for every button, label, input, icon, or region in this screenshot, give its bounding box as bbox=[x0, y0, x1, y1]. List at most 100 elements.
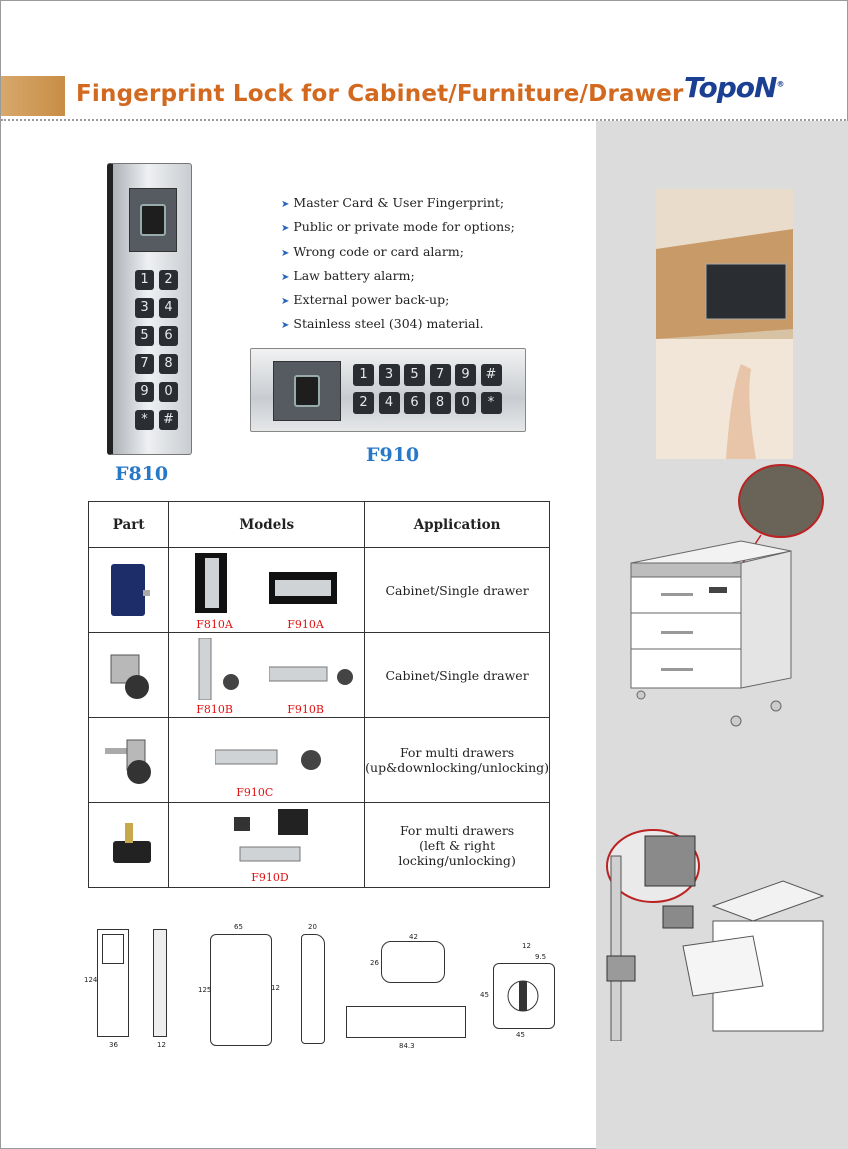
lock-body-drawing bbox=[210, 934, 272, 1046]
keypad-key: 1 bbox=[135, 270, 154, 290]
arrow-bullet-icon: ➤ bbox=[281, 271, 290, 283]
arrow-bullet-icon: ➤ bbox=[281, 223, 290, 235]
dim-label: 84.3 bbox=[399, 1042, 415, 1050]
keypad-key: 0 bbox=[455, 392, 476, 414]
cam-slot-icon bbox=[507, 980, 539, 1012]
dim-label: 26 bbox=[370, 959, 379, 967]
arrow-bullet-icon: ➤ bbox=[281, 199, 290, 210]
models-cell: F810B F910B bbox=[168, 632, 366, 718]
model-code: F910A bbox=[287, 618, 324, 631]
application-cell: For multi drawers(left & right locking/u… bbox=[364, 802, 550, 888]
f810-side-drawing bbox=[153, 929, 167, 1037]
keypad-key: 5 bbox=[404, 364, 425, 386]
feature-item: ➤External power back-up; bbox=[281, 292, 450, 308]
dim-label: 20 bbox=[308, 923, 317, 931]
f910-label: F910 bbox=[366, 444, 420, 466]
models-cell: F810A F910A bbox=[168, 547, 366, 633]
part-d-image bbox=[113, 823, 151, 863]
feature-item: ➤Law battery alarm; bbox=[281, 267, 415, 283]
keypad-key: 6 bbox=[404, 392, 425, 414]
dim-label: 45 bbox=[516, 1031, 525, 1039]
header-models: Models bbox=[168, 501, 366, 548]
models-cell: F910D bbox=[168, 802, 366, 888]
keypad-key: 4 bbox=[378, 392, 400, 414]
feature-item: ➤Stainless steel (304) material. bbox=[281, 316, 484, 332]
fingerprint-sensor-icon bbox=[294, 375, 320, 407]
fingerprint-sensor-icon bbox=[140, 204, 166, 236]
cabinet-illustration bbox=[630, 464, 824, 727]
keypad-key: 7 bbox=[429, 364, 451, 386]
keypad-key: 2 bbox=[159, 270, 178, 290]
table-header-row: Part Models Application bbox=[87, 501, 550, 548]
feature-item: ➤Public or private mode for options; bbox=[281, 219, 515, 235]
f810-label: F810 bbox=[115, 463, 169, 485]
keypad-key: # bbox=[159, 410, 178, 430]
dim-label: 42 bbox=[409, 933, 418, 941]
keypad-key: 0 bbox=[159, 382, 178, 402]
models-cell: F910C bbox=[168, 717, 366, 803]
keypad-key: 3 bbox=[135, 298, 154, 318]
header-color-band bbox=[1, 76, 65, 116]
keypad-key: 2 bbox=[353, 392, 374, 414]
application-cell: Cabinet/Single drawer bbox=[364, 547, 550, 633]
feature-item: ➤Wrong code or card alarm; bbox=[281, 243, 464, 259]
keypad-key: 6 bbox=[159, 326, 178, 346]
header-divider bbox=[1, 119, 848, 121]
part-cell bbox=[87, 547, 170, 633]
feature-list: ➤Master Card & User Fingerprint; ➤Public… bbox=[281, 191, 515, 337]
keypad-key: # bbox=[480, 364, 502, 386]
cam-side-drawing bbox=[346, 1006, 466, 1038]
keypad-key: 1 bbox=[353, 364, 374, 386]
drawer-photo bbox=[656, 189, 793, 459]
dim-label: 125 bbox=[198, 986, 212, 994]
table-row: F810B F910B Cabinet/Single drawer bbox=[87, 632, 550, 718]
application-cell: Cabinet/Single drawer bbox=[364, 632, 550, 718]
fingerprint-window bbox=[129, 188, 177, 252]
keypad-key: * bbox=[135, 410, 154, 430]
table-row: F810A F910A Cabinet/Single drawer bbox=[87, 547, 550, 633]
keypad-key: 3 bbox=[378, 364, 400, 386]
keypad-key: 7 bbox=[135, 354, 154, 374]
cam-top-drawing bbox=[381, 941, 445, 983]
f910b-thumb bbox=[269, 666, 354, 685]
model-code: F910D bbox=[251, 871, 289, 884]
model-application-table: Part Models Application F810A F910A Cabi… bbox=[87, 501, 550, 888]
table-row: F910D For multi drawers(left & right loc… bbox=[87, 802, 550, 888]
f910a-thumb bbox=[269, 572, 338, 604]
keypad-key: 4 bbox=[159, 298, 178, 318]
model-code: F910B bbox=[287, 703, 324, 716]
fingerprint-window-drawing bbox=[102, 934, 124, 964]
multi-drawer-illustration bbox=[606, 829, 825, 1041]
arrow-bullet-icon: ➤ bbox=[281, 247, 290, 259]
lock-side-drawing bbox=[301, 934, 325, 1044]
part-cell bbox=[87, 802, 170, 888]
dim-label: 36 bbox=[109, 1041, 118, 1049]
arrow-bullet-icon: ➤ bbox=[281, 296, 290, 308]
keypad-key: 8 bbox=[159, 354, 178, 374]
dim-label: 45 bbox=[480, 991, 489, 999]
f910d-thumb bbox=[234, 809, 309, 862]
keypad-key: * bbox=[480, 392, 502, 414]
registered-mark: ® bbox=[776, 79, 784, 89]
dim-label: 12 bbox=[522, 942, 531, 950]
model-code: F810B bbox=[196, 703, 233, 716]
part-a-image bbox=[111, 564, 150, 616]
keypad-key: 8 bbox=[429, 392, 451, 414]
model-code: F910C bbox=[236, 786, 274, 799]
arrow-bullet-icon: ➤ bbox=[281, 320, 290, 332]
application-cell: For multi drawers(up&downlocking/unlocki… bbox=[364, 717, 550, 803]
brand-logo: TopoN® bbox=[684, 71, 784, 104]
model-code: F810A bbox=[196, 618, 233, 631]
keypad-key: 9 bbox=[135, 382, 154, 402]
keypad-key: 5 bbox=[135, 326, 154, 346]
dim-label: 9.5 bbox=[535, 953, 547, 961]
f810b-thumb bbox=[198, 638, 240, 700]
part-cell bbox=[87, 632, 170, 718]
fingerprint-window bbox=[273, 361, 341, 421]
dim-label: 124 bbox=[84, 976, 98, 984]
header-part: Part bbox=[87, 501, 170, 548]
table-row: F910C For multi drawers(up&downlocking/u… bbox=[87, 717, 550, 803]
